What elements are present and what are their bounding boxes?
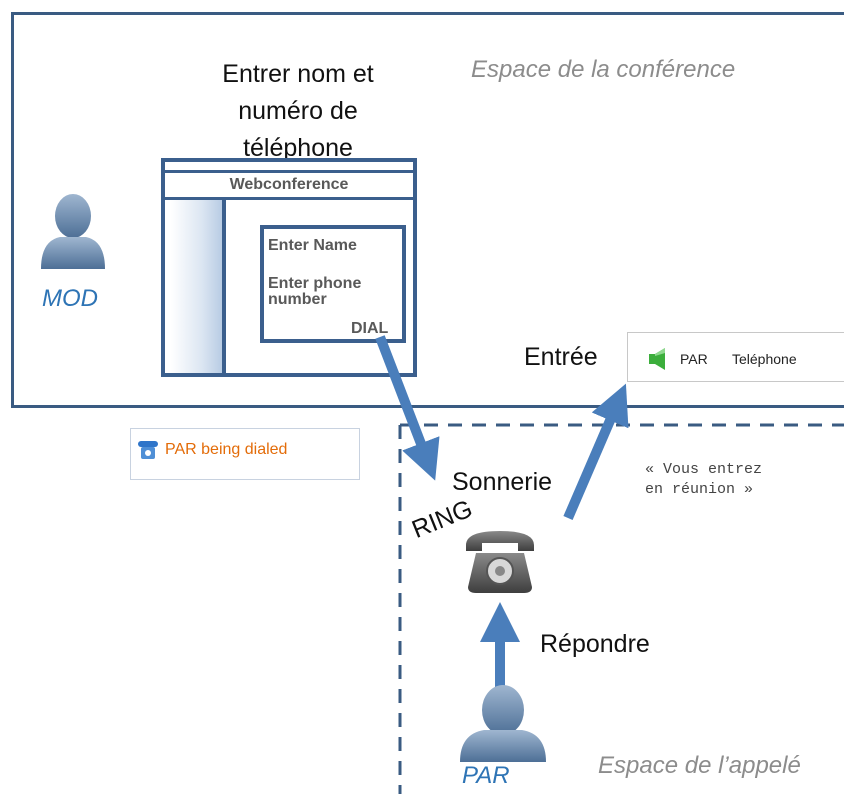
entry-label: Entrée xyxy=(524,343,598,371)
arrow-dial-to-ring xyxy=(375,335,440,481)
dial-form: Enter Name Enter phone number DIAL xyxy=(260,225,406,343)
phone-dialing-icon xyxy=(138,441,158,459)
dialed-status-card: PAR being dialed xyxy=(130,428,360,480)
announcement-line-1: « Vous entrez xyxy=(645,461,763,478)
announcement-text: « Vous entrez en réunion » xyxy=(645,460,762,500)
participant-entry-card: PAR Teléphone xyxy=(627,332,844,382)
webconference-window: Webconference Enter Name Enter phone num… xyxy=(161,158,417,377)
enter-phone-field-line2[interactable]: number xyxy=(268,291,327,308)
speaker-icon xyxy=(649,348,665,370)
sonnerie-label: Sonnerie xyxy=(452,468,553,496)
participant-label: PAR xyxy=(462,762,510,789)
dial-button[interactable]: DIAL xyxy=(351,320,389,337)
participant-person-icon xyxy=(460,685,546,762)
instruction-title: Entrer nom et numéro de téléphone xyxy=(168,56,428,167)
dialed-status-text: PAR being dialed xyxy=(165,441,288,458)
announcement-line-2: en réunion » xyxy=(645,481,754,498)
arrow-ring-to-entry xyxy=(563,383,629,520)
answer-label: Répondre xyxy=(540,630,650,658)
conference-space-frame xyxy=(11,12,844,408)
moderator-label: MOD xyxy=(42,285,98,312)
webconference-title: Webconference xyxy=(165,170,413,200)
entry-card-type: Teléphone xyxy=(732,351,797,367)
instruction-line-3: téléphone xyxy=(243,134,353,162)
entry-card-name: PAR xyxy=(680,351,708,367)
moderator-person-icon xyxy=(41,194,105,269)
enter-phone-field-line1[interactable]: Enter phone xyxy=(268,275,362,292)
conference-space-label: Espace de la conférence xyxy=(471,56,736,83)
instruction-line-1: Entrer nom et xyxy=(222,60,374,88)
instruction-line-2: numéro de xyxy=(238,97,358,125)
telephone-icon xyxy=(466,531,534,593)
enter-name-field[interactable]: Enter Name xyxy=(268,237,357,254)
webconference-sidebar xyxy=(171,200,226,373)
caller-space-label: Espace de l’appelé xyxy=(598,752,801,779)
